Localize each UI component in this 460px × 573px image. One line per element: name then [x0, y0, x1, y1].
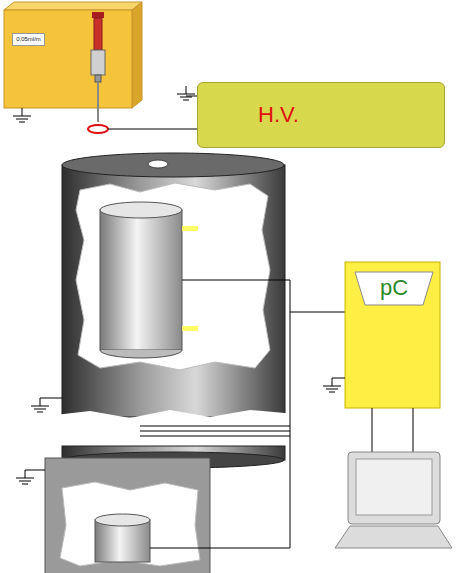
ground-stem — [332, 378, 333, 386]
node-label: H.V. — [258, 103, 299, 127]
ground-symbol — [16, 470, 34, 484]
insulator — [182, 226, 198, 231]
node-label: 0.05ml/m — [16, 36, 41, 43]
electrometer-body — [345, 262, 440, 408]
ground-wire — [25, 470, 45, 471]
ring-electrode — [88, 125, 108, 133]
ground-stem — [25, 470, 26, 478]
break-gap — [55, 410, 296, 447]
ground-bar — [34, 409, 46, 410]
ground-wire — [332, 378, 345, 379]
signal-wire — [140, 436, 290, 437]
flow-rate-display: 0.05ml/m — [12, 33, 45, 46]
keyboard-base — [335, 526, 452, 548]
signal-wire — [150, 548, 290, 549]
ground-stem — [186, 86, 187, 94]
signal-wire — [290, 312, 345, 313]
ground-bar — [19, 481, 31, 482]
inlet-hole — [148, 160, 168, 168]
ground-stem — [22, 108, 23, 116]
ground-bar — [22, 484, 28, 485]
high-voltage-supply: H.V. — [197, 82, 445, 148]
inner-cylinder-bottom — [100, 350, 182, 358]
ground-bar — [13, 116, 31, 117]
faraday-cup-top — [95, 514, 150, 526]
ground-bar — [37, 412, 43, 413]
ground-bar — [326, 389, 338, 390]
signal-wire — [140, 426, 290, 427]
inner-cylinder — [100, 210, 182, 350]
signal-wire — [140, 431, 290, 432]
syringe-plunger — [94, 18, 102, 50]
monitor — [348, 452, 440, 524]
ground-bar — [16, 119, 28, 120]
pump-side — [132, 2, 142, 108]
hv-wire — [108, 129, 197, 130]
syringe-plunger-head — [92, 12, 104, 18]
ground-bar — [31, 406, 49, 407]
ground-symbol — [31, 398, 49, 412]
electrometer-display: pC — [355, 272, 433, 305]
ground-symbol — [13, 108, 31, 122]
data-cable — [413, 408, 414, 452]
outer-cylinder — [62, 165, 285, 417]
cutaway — [76, 183, 270, 370]
outer-cylinder-top — [62, 153, 284, 177]
ground-stem — [40, 398, 41, 406]
insulator — [182, 326, 198, 331]
ground-bar — [329, 392, 335, 393]
lower-housing — [45, 458, 210, 573]
syringe-hub — [95, 75, 101, 82]
signal-wire — [182, 280, 290, 281]
monitor-screen — [356, 459, 432, 515]
ground-bar — [177, 94, 195, 95]
node-label: pC — [380, 276, 408, 300]
ground-bar — [16, 478, 34, 479]
display-trapezoid — [355, 272, 433, 305]
inner-cylinder-top — [100, 202, 182, 218]
syringe-barrel — [91, 50, 105, 75]
ground-symbol — [177, 86, 195, 100]
ground-bar — [323, 386, 341, 387]
signal-wire — [290, 280, 291, 548]
ground-bar — [180, 97, 192, 98]
ground-symbol — [323, 378, 341, 392]
data-cable — [372, 408, 373, 452]
ground-wire — [186, 96, 197, 97]
pump-housing — [4, 10, 132, 108]
ground-wire — [40, 398, 62, 399]
pump-top — [4, 2, 142, 10]
ground-bar — [19, 122, 25, 123]
ground-bar — [183, 100, 189, 101]
needle — [97, 82, 99, 122]
cutaway — [60, 482, 200, 566]
